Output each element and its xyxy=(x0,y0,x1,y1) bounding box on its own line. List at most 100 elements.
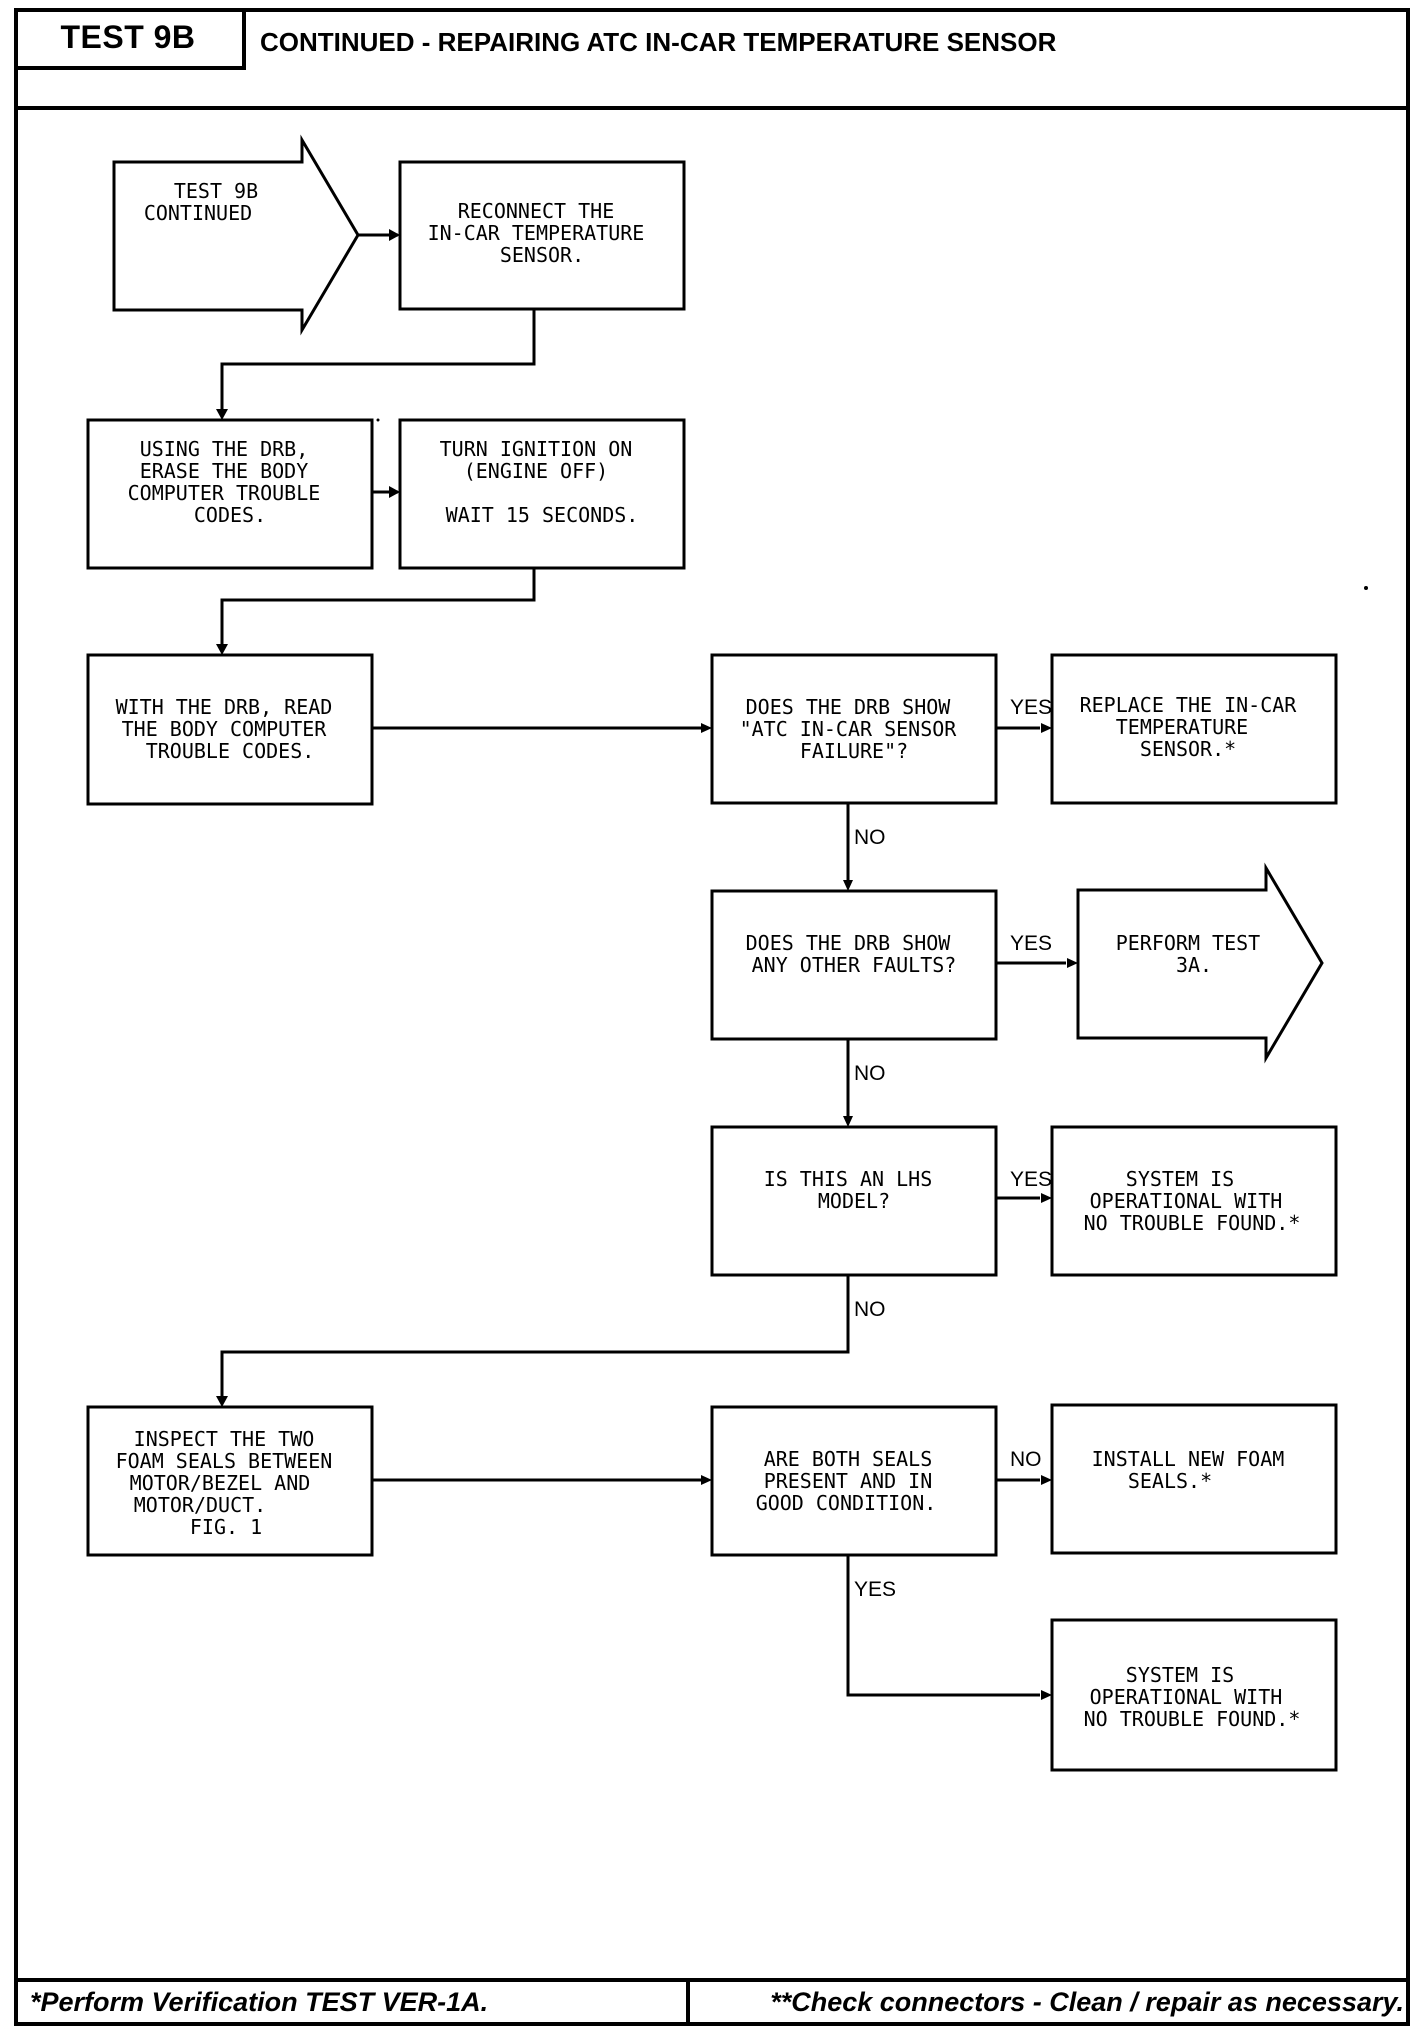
read-box xyxy=(86,653,374,806)
q-seals-box xyxy=(710,1405,998,1557)
ignition-line-1: TURN IGNITION ON xyxy=(440,437,633,461)
inspect-box xyxy=(86,1405,374,1557)
replace-line-3: SENSOR.* xyxy=(1140,737,1236,761)
edge-label-other-yes: YES xyxy=(1010,932,1052,955)
arrowhead-q-atc xyxy=(701,723,712,733)
inspect-line-5: FIG. 1 xyxy=(190,1515,262,1539)
read-text: WITH THE DRB, READ THE BODY COMPUTER TRO… xyxy=(116,695,345,763)
arrowhead-q-lhs xyxy=(843,1116,853,1127)
ok1-text: SYSTEM IS OPERATIONAL WITH NO TROUBLE FO… xyxy=(1084,1167,1301,1235)
reconnect-box xyxy=(398,160,686,311)
q-lhs-text: IS THIS AN LHS MODEL? xyxy=(764,1167,945,1213)
replace-box xyxy=(1050,653,1338,805)
ok2-text: SYSTEM IS OPERATIONAL WITH NO TROUBLE FO… xyxy=(1084,1663,1301,1731)
page-title: CONTINUED - REPAIRING ATC IN-CAR TEMPERA… xyxy=(260,26,1057,57)
reconnect-line-2: IN-CAR TEMPERATURE xyxy=(428,221,645,245)
start-arrow-shape xyxy=(112,134,360,336)
arrowhead-test3a xyxy=(1067,958,1078,968)
inspect-line-2: FOAM SEALS BETWEEN xyxy=(116,1449,333,1473)
ok2-box xyxy=(1050,1618,1338,1772)
erase-box xyxy=(86,418,374,570)
edge-label-atc-yes: YES xyxy=(1010,696,1052,719)
replace-text: REPLACE THE IN-CAR TEMPERATURE SENSOR.* xyxy=(1080,693,1309,761)
q-other-text: DOES THE DRB SHOW ANY OTHER FAULTS? xyxy=(746,931,963,977)
q-lhs-line-1: IS THIS AN LHS xyxy=(764,1167,933,1191)
q-seals-line-1: ARE BOTH SEALS xyxy=(764,1447,933,1471)
inspect-line-1: INSPECT THE TWO xyxy=(134,1427,315,1451)
edge-label-seals-yes: YES xyxy=(854,1578,896,1601)
arrowhead-read xyxy=(216,644,228,655)
q-other-line-1: DOES THE DRB SHOW xyxy=(746,931,952,955)
q-atc-box xyxy=(710,653,998,805)
test3a-text: PERFORM TEST 3A. xyxy=(1116,931,1273,977)
stray-dot xyxy=(376,418,380,422)
edge-q-seals-ok2 xyxy=(846,1555,1040,1697)
q-seals-line-2: PRESENT AND IN xyxy=(764,1469,933,1493)
erase-text: USING THE DRB, ERASE THE BODY COMPUTER T… xyxy=(128,437,333,527)
arrowhead-q-other xyxy=(843,880,853,891)
q-atc-line-2: "ATC IN-CAR SENSOR xyxy=(740,717,958,741)
stray-dot xyxy=(1364,586,1368,590)
install-box xyxy=(1050,1403,1338,1555)
footer-note-verification: *Perform Verification TEST VER-1A. xyxy=(30,1986,489,2017)
q-seals-text: ARE BOTH SEALS PRESENT AND IN GOOD CONDI… xyxy=(756,1447,945,1515)
edge-label-atc-no: NO xyxy=(854,826,886,849)
q-seals-line-3: GOOD CONDITION. xyxy=(756,1491,937,1515)
test3a-line-2: 3A. xyxy=(1176,953,1212,977)
arrowhead-q-seals xyxy=(701,1475,712,1485)
reconnect-line-1: RECONNECT THE xyxy=(458,199,615,223)
header-bar xyxy=(14,8,1410,110)
arrowhead-ok1 xyxy=(1041,1193,1052,1203)
ignition-line-2: (ENGINE OFF) xyxy=(464,459,609,483)
edge-reconnect-erase xyxy=(220,309,536,410)
reconnect-line-3: SENSOR. xyxy=(500,243,584,267)
read-line-3: TROUBLE CODES. xyxy=(146,739,315,763)
erase-line-4: CODES. xyxy=(194,503,266,527)
q-atc-text: DOES THE DRB SHOW "ATC IN-CAR SENSOR FAI… xyxy=(740,695,969,763)
ok1-line-3: NO TROUBLE FOUND.* xyxy=(1084,1211,1301,1235)
edge-ignition-read xyxy=(220,566,536,645)
ok1-line-2: OPERATIONAL WITH xyxy=(1090,1189,1283,1213)
arrowhead-reconnect xyxy=(389,229,400,241)
erase-line-3: COMPUTER TROUBLE xyxy=(128,481,321,505)
q-atc-line-1: DOES THE DRB SHOW xyxy=(746,695,952,719)
test3a-arrow-shape xyxy=(1076,862,1324,1064)
start-line-1: TEST 9B xyxy=(174,179,258,203)
test-id-label: TEST 9B xyxy=(14,8,246,70)
ignition-line-4: WAIT 15 SECONDS. xyxy=(446,503,639,527)
q-other-box xyxy=(710,889,998,1041)
replace-line-2: TEMPERATURE xyxy=(1116,715,1248,739)
read-line-2: THE BODY COMPUTER xyxy=(122,717,328,741)
erase-line-2: ERASE THE BODY xyxy=(140,459,309,483)
arrowhead-install xyxy=(1041,1475,1052,1485)
footer-note-connectors: **Check connectors - Clean / repair as n… xyxy=(770,1986,1404,2017)
q-other-line-2: ANY OTHER FAULTS? xyxy=(752,953,957,977)
start-text: TEST 9B CONTINUED xyxy=(144,179,270,225)
q-lhs-line-2: MODEL? xyxy=(818,1189,890,1213)
reconnect-text: RECONNECT THE IN-CAR TEMPERATURE SENSOR. xyxy=(428,199,657,267)
footer-divider xyxy=(686,1978,690,2026)
inspect-line-4: MOTOR/DUCT. xyxy=(134,1493,266,1517)
page-border xyxy=(14,8,1410,2026)
edge-q-lhs-inspect xyxy=(220,1275,850,1398)
inspect-line-3: MOTOR/BEZEL AND xyxy=(130,1471,311,1495)
install-line-2: SEALS.* xyxy=(1128,1469,1212,1493)
edge-label-seals-no: NO xyxy=(1010,1448,1042,1471)
start-line-2: CONTINUED xyxy=(144,201,252,225)
arrowhead-erase xyxy=(216,409,228,420)
arrowhead-ignition xyxy=(389,486,400,498)
ok2-line-2: OPERATIONAL WITH xyxy=(1090,1685,1283,1709)
erase-line-1: USING THE DRB, xyxy=(140,437,309,461)
test3a-line-1: PERFORM TEST xyxy=(1116,931,1261,955)
edge-label-other-no: NO xyxy=(854,1062,886,1085)
edge-label-lhs-no: NO xyxy=(854,1298,886,1321)
replace-line-1: REPLACE THE IN-CAR xyxy=(1080,693,1298,717)
inspect-text: INSPECT THE TWO FOAM SEALS BETWEEN MOTOR… xyxy=(116,1427,345,1539)
install-line-1: INSTALL NEW FOAM xyxy=(1092,1447,1285,1471)
ok1-line-1: SYSTEM IS xyxy=(1126,1167,1234,1191)
arrowhead-ok2 xyxy=(1041,1690,1052,1700)
install-text: INSTALL NEW FOAM SEALS.* xyxy=(1092,1447,1297,1493)
ignition-box xyxy=(398,418,686,570)
